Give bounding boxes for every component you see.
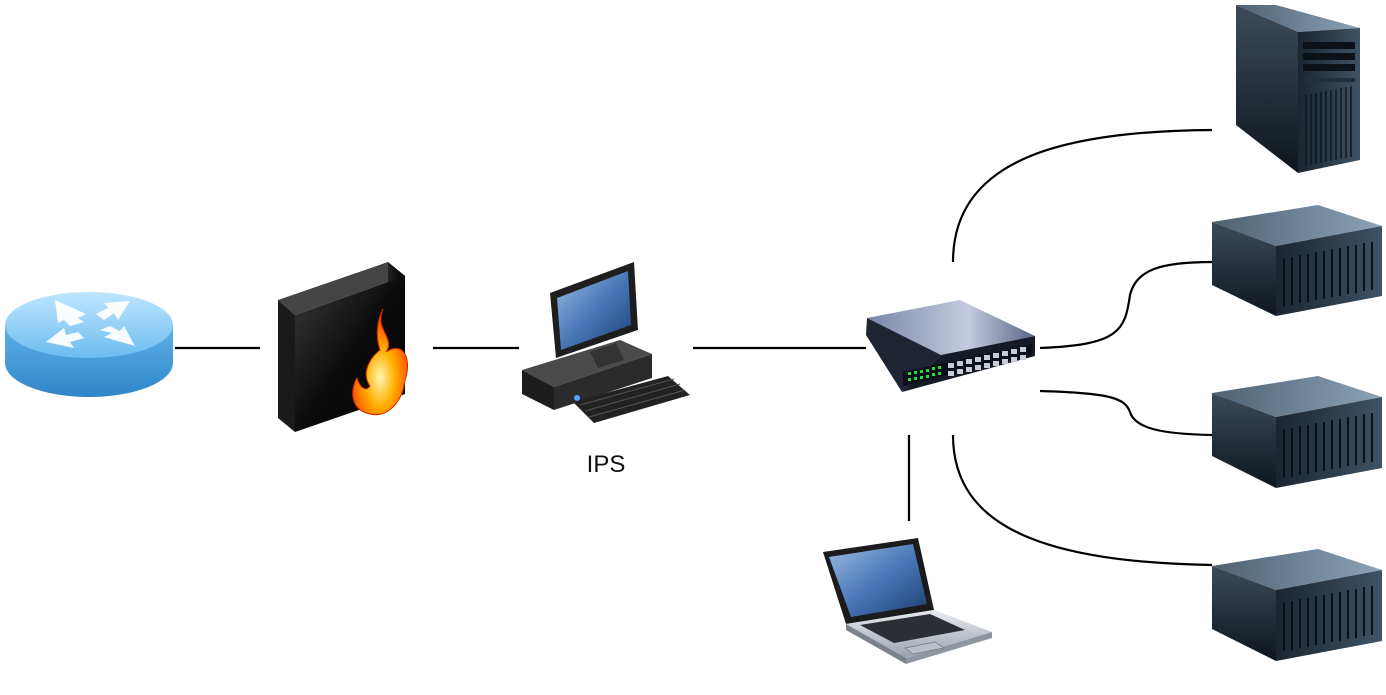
rack-server-icon-1: [1212, 205, 1382, 316]
edge-switch-rack-server-3: [951, 434, 1213, 567]
tower-server-icon: [1236, 5, 1360, 173]
ips-desktop-icon: [522, 262, 690, 423]
rack-server-icon-2: [1212, 376, 1382, 488]
ips-label: IPS: [587, 451, 626, 478]
edge-switch-rack-server-1: [1039, 260, 1213, 350]
edge-switch-tower-server: [951, 128, 1213, 263]
router-icon: [5, 292, 173, 397]
firewall-icon: [278, 262, 408, 432]
laptop-icon: [823, 538, 992, 664]
rack-server-icon-3: [1212, 549, 1382, 661]
connections: [175, 128, 1213, 567]
network-switch-icon: [866, 300, 1035, 392]
edge-switch-rack-server-2: [1039, 389, 1213, 437]
